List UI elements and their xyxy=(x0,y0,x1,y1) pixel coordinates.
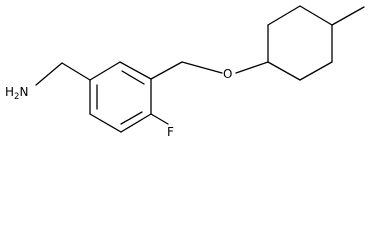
bond-cy-c5-c6 xyxy=(299,61,333,81)
bond-ring-c1-c2 xyxy=(89,61,121,81)
bond-ring-f xyxy=(150,113,169,125)
bond-n-ch2 xyxy=(35,62,63,86)
bond-ch2-o xyxy=(181,61,223,74)
fluorine-label: F xyxy=(167,125,174,139)
structure-diagram: H2N O F xyxy=(5,5,365,139)
atom-labels: H2N O F xyxy=(5,67,232,139)
bond-ring-inner-b xyxy=(120,111,143,125)
bond-methyl xyxy=(331,6,365,26)
bond-ring-inner-a xyxy=(121,70,145,85)
bond-ring-ch2 xyxy=(150,61,183,80)
amine-label: H2N xyxy=(5,85,28,102)
bond-ring-c4-c5 xyxy=(120,113,152,133)
bond-cy-c3-c4 xyxy=(299,5,333,26)
bond-ch2-ring xyxy=(61,62,91,81)
bond-o-cyclohexyl xyxy=(235,61,269,74)
bond-cy-c2-c3 xyxy=(267,5,301,26)
oxygen-label: O xyxy=(223,67,232,81)
bonds xyxy=(35,5,365,133)
bond-ring-c5-c6 xyxy=(89,113,122,133)
bond-ring-c2-c3 xyxy=(119,61,152,80)
bond-cy-c6-c1 xyxy=(267,61,301,81)
